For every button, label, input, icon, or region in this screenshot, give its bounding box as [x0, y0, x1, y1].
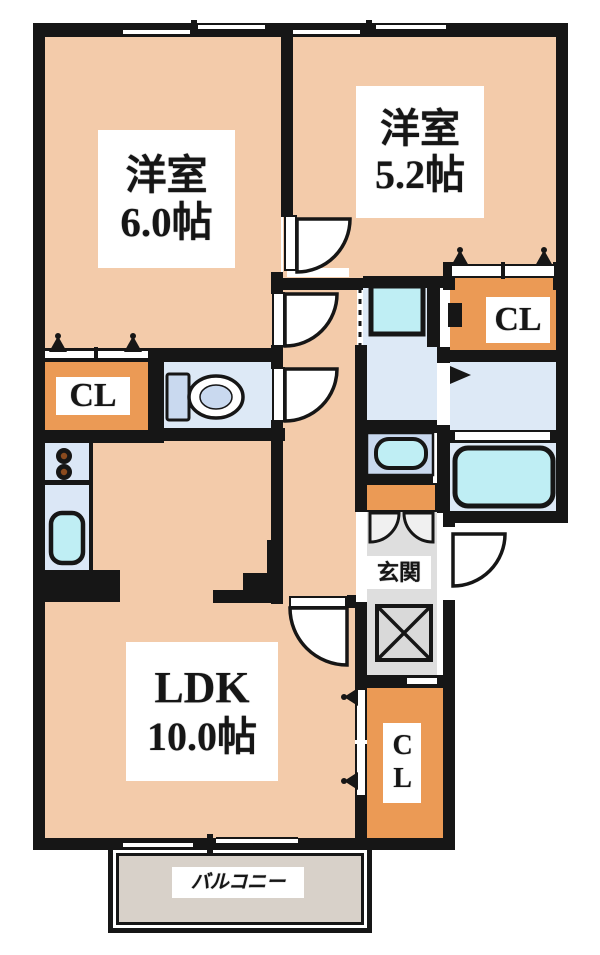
window-center-tick: [366, 20, 372, 37]
wall: [437, 425, 450, 513]
kitchen-counter-edge: [89, 442, 93, 573]
kitchen-counter-divider: [45, 480, 89, 486]
window-center-tick: [207, 834, 213, 854]
wall: [281, 278, 363, 290]
bath-sliding-door: [455, 432, 550, 440]
wall: [355, 345, 367, 512]
wall: [437, 350, 568, 362]
wall: [33, 430, 164, 443]
kitchen-stove-panel: [45, 442, 89, 481]
shoe-cabinet-strip: [365, 483, 437, 512]
closet-label-text: CL: [387, 730, 419, 796]
closet-south-top-gap: [407, 678, 437, 684]
front-door-swing-icon: [451, 532, 507, 588]
wall: [243, 573, 269, 593]
closet-label-text: CL: [494, 301, 542, 339]
entrance-label: 玄関: [367, 556, 431, 589]
washbasin-icon: [365, 431, 435, 477]
wall: [448, 303, 462, 327]
wall: [152, 428, 285, 441]
balcony-label: バルコニー: [172, 867, 304, 898]
closet-left-label: CL: [56, 377, 130, 415]
wall: [427, 280, 440, 347]
door-leaf: [272, 367, 285, 422]
room-name: 洋室: [380, 106, 460, 151]
wall: [213, 590, 267, 603]
window-center-tick: [191, 20, 197, 37]
closet-south-label: CL: [383, 723, 421, 803]
dressing-room-floor: [450, 362, 556, 430]
room-size: 6.0帖: [120, 199, 213, 245]
sliding-window-icon: [123, 841, 193, 849]
wall: [355, 602, 367, 690]
door-leaf: [289, 596, 347, 608]
sliding-window-icon: [376, 23, 446, 31]
washbasin-icon: [374, 437, 428, 470]
wall: [40, 570, 120, 602]
wall: [148, 348, 164, 440]
room-size: 5.2帖: [375, 152, 465, 197]
wall: [355, 795, 367, 838]
wall: [367, 475, 433, 483]
closet-south-doors: [355, 690, 367, 740]
washroom-floor: [363, 283, 437, 420]
room-size: 10.0帖: [147, 713, 257, 759]
sliding-window-icon: [123, 28, 190, 36]
sliding-window-icon: [216, 837, 298, 845]
kitchen-sink-panel: [45, 485, 89, 573]
sliding-window-icon: [198, 23, 265, 31]
toilet-floor: [164, 362, 273, 428]
wall: [553, 262, 568, 290]
shoe-cabinet-box: [375, 604, 433, 662]
wall: [267, 540, 283, 603]
wall: [271, 272, 283, 294]
bathroom-floor: [448, 443, 556, 511]
room-name: LDK: [154, 663, 250, 713]
room-name: 洋室: [125, 151, 208, 198]
closet-label-text: CL: [69, 377, 117, 415]
wall: [363, 420, 437, 433]
dressing-door-opening: [437, 363, 450, 425]
entrance-label-text: 玄関: [376, 559, 421, 585]
room-label-west-52: 洋室 5.2帖: [356, 86, 484, 218]
front-door-opening: [443, 527, 455, 600]
room-label-ldk: LDK 10.0帖: [126, 642, 278, 781]
room-label-west-6: 洋室 6.0帖: [98, 130, 235, 268]
closet-door-tick: [501, 262, 505, 279]
door-leaf: [272, 292, 285, 347]
closet-door-tick: [94, 347, 98, 361]
closet-right-label: CL: [486, 297, 550, 343]
door-leaf: [284, 215, 297, 271]
sliding-window-icon: [293, 28, 360, 36]
closet-south-doors: [355, 744, 367, 795]
entrance-inner-door: [356, 512, 367, 602]
balcony-label-text: バルコニー: [190, 871, 286, 893]
wall: [443, 511, 568, 523]
wall: [281, 23, 293, 217]
